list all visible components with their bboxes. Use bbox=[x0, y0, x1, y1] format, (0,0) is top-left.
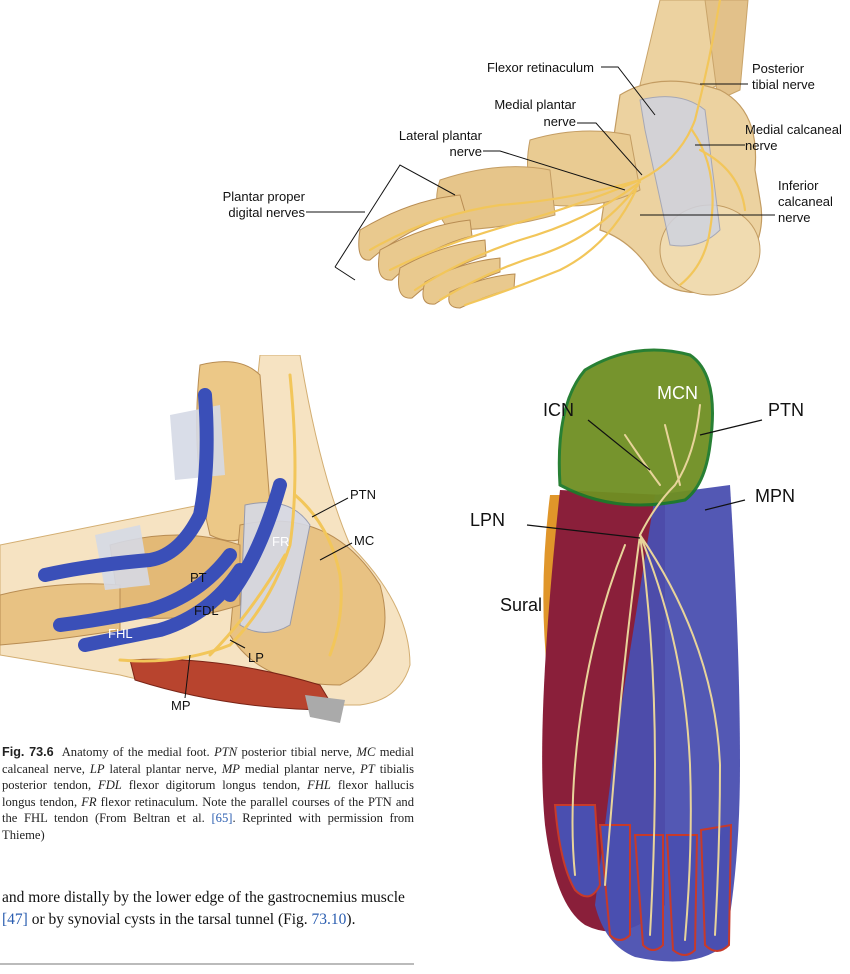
page-divider bbox=[0, 963, 414, 965]
top-foot-illustration bbox=[358, 0, 763, 309]
left-figure-leaders bbox=[184, 497, 353, 699]
label-icn: ICN bbox=[543, 400, 574, 420]
left-tarsal-tunnel-illustration bbox=[0, 355, 411, 723]
label-sural: Sural bbox=[500, 595, 543, 615]
body-figure-link[interactable]: 73.10 bbox=[311, 911, 347, 928]
label-mcn: MCN bbox=[657, 383, 698, 403]
label-mp-left: MP bbox=[171, 698, 191, 713]
figure-caption: Fig. 73.6 Anatomy of the medial foot. PT… bbox=[2, 745, 415, 842]
label-ptn-left: PTN bbox=[350, 487, 376, 502]
label-medial-plantar-nerve-2: nerve bbox=[543, 114, 576, 129]
body-paragraph: and more distally by the lower edge of t… bbox=[2, 889, 405, 928]
label-medial-calcaneal-nerve-2: nerve bbox=[745, 138, 778, 153]
label-lp-left: LP bbox=[248, 650, 264, 665]
label-pt-left: PT bbox=[190, 570, 207, 585]
label-inferior-calcaneal-nerve-2: calcaneal bbox=[778, 194, 833, 209]
body-reference-link-47[interactable]: [47] bbox=[2, 911, 28, 928]
label-medial-calcaneal-nerve-1: Medial calcaneal bbox=[745, 122, 842, 137]
label-lpn: LPN bbox=[470, 510, 506, 530]
label-posterior-tibial-nerve-2: tibial nerve bbox=[752, 77, 815, 92]
label-medial-plantar-nerve-1: Medial plantar bbox=[494, 97, 576, 112]
label-lateral-plantar-nerve-1: Lateral plantar bbox=[398, 128, 482, 143]
label-lateral-plantar-nerve-2: nerve bbox=[449, 144, 482, 159]
label-fdl-left: FDL bbox=[194, 603, 219, 618]
caption-reference-link[interactable]: [65] bbox=[211, 811, 233, 826]
right-plantar-territory-illustration bbox=[542, 348, 740, 962]
label-fr-left: FR bbox=[272, 534, 290, 549]
label-mpn: MPN bbox=[755, 486, 795, 506]
top-figure-leaders bbox=[306, 66, 775, 281]
label-flexor-retinaculum: Flexor retinaculum bbox=[487, 60, 594, 75]
label-fhl-left: FHL bbox=[108, 626, 133, 641]
label-plantar-proper-digital-2: digital nerves bbox=[228, 205, 305, 220]
label-ptn-right: PTN bbox=[768, 400, 804, 420]
figure-number: Fig. 73.6 bbox=[2, 745, 54, 759]
label-inferior-calcaneal-nerve-3: nerve bbox=[778, 210, 811, 225]
label-mc-left: MC bbox=[354, 533, 375, 548]
label-posterior-tibial-nerve-1: Posterior bbox=[752, 61, 805, 76]
label-inferior-calcaneal-nerve-1: Inferior bbox=[778, 178, 819, 193]
label-plantar-proper-digital-1: Plantar proper bbox=[222, 189, 305, 204]
